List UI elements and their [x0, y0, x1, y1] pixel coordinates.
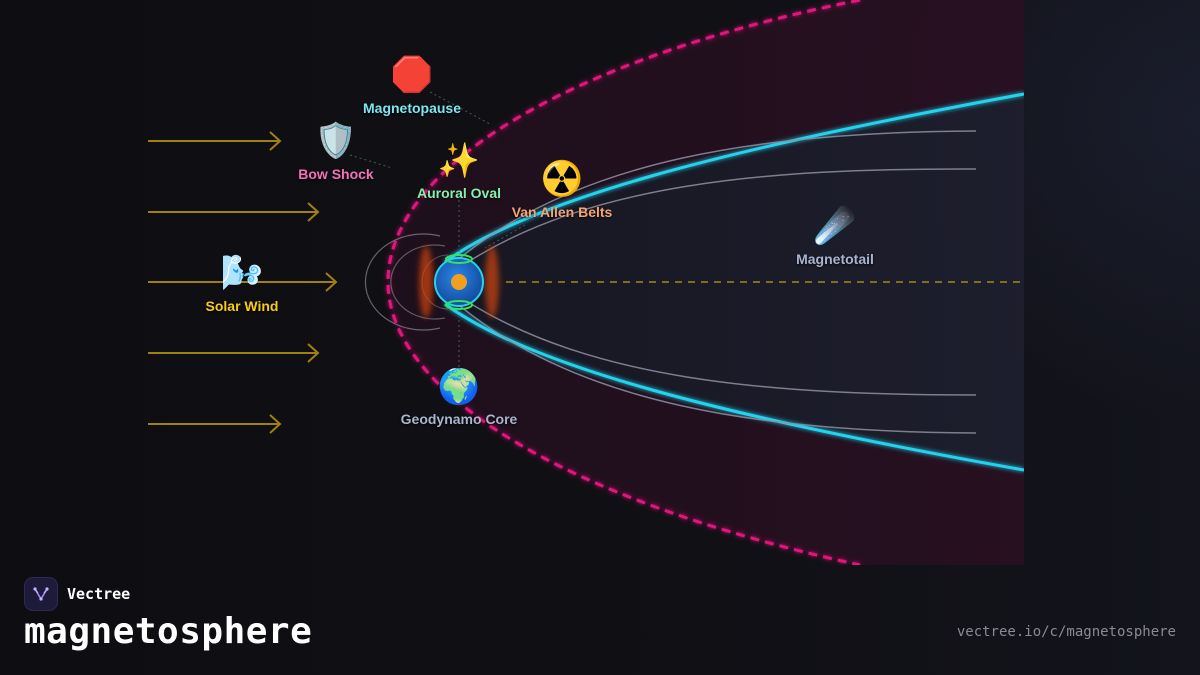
shield-icon: 🛡️: [314, 121, 358, 161]
brand[interactable]: Vectree: [24, 577, 130, 611]
tail-line-1: [459, 130, 977, 259]
leader-bow-shock: [349, 154, 393, 169]
sparkles-icon: ✨: [437, 141, 481, 181]
brand-name: Vectree: [67, 585, 131, 603]
solar-wind-arrow-2: [148, 202, 320, 222]
earth-core: [451, 274, 467, 290]
aurora-ring-north: [445, 254, 473, 264]
geodynamo-core-label: Geodynamo Core: [400, 411, 518, 427]
van-allen-belts-label: Van Allen Belts: [511, 204, 613, 220]
tail-line-2: [467, 168, 977, 263]
magnetopause-boundary: [386, 0, 861, 565]
wind-icon: 🌬️: [220, 253, 264, 293]
leader-magnetopause: [429, 91, 491, 125]
radioactive-icon: ☢️: [540, 159, 584, 199]
stop-sign-icon: 🛑: [390, 55, 434, 95]
van-allen-belt-left: [419, 246, 433, 318]
magnetotail-label: Magnetotail: [796, 251, 874, 267]
page-url-link[interactable]: vectree.io/c/magnetosphere: [956, 624, 1176, 640]
solar-wind-arrow-5: [148, 414, 282, 434]
van-allen-belt-right: [485, 246, 499, 318]
auroral-oval-label: Auroral Oval: [416, 185, 502, 201]
aurora-ring-south: [445, 300, 473, 310]
globe-icon: 🌍: [437, 367, 481, 407]
bow-shock-arc-outer: [364, 233, 441, 331]
field-line-outer-bottom: [444, 302, 1024, 472]
magnetopause-label: Magnetopause: [362, 100, 462, 116]
tail-line-4: [459, 305, 977, 434]
solar-wind-arrow-4: [148, 343, 320, 363]
solar-wind-arrows: [148, 131, 338, 434]
solar-wind-arrow-1: [148, 131, 282, 151]
vectree-logo-icon: [24, 577, 58, 611]
bow-shock-arc-inner: [390, 244, 446, 320]
page-title: magnetosphere: [24, 611, 313, 652]
solar-wind-arrow-3: [148, 272, 338, 292]
field-line-outer-top: [444, 92, 1024, 264]
solar-wind-label: Solar Wind: [205, 298, 279, 314]
bow-shock-label: Bow Shock: [298, 166, 374, 182]
comet-icon: ☄️: [813, 206, 857, 246]
tail-line-3: [467, 301, 977, 396]
